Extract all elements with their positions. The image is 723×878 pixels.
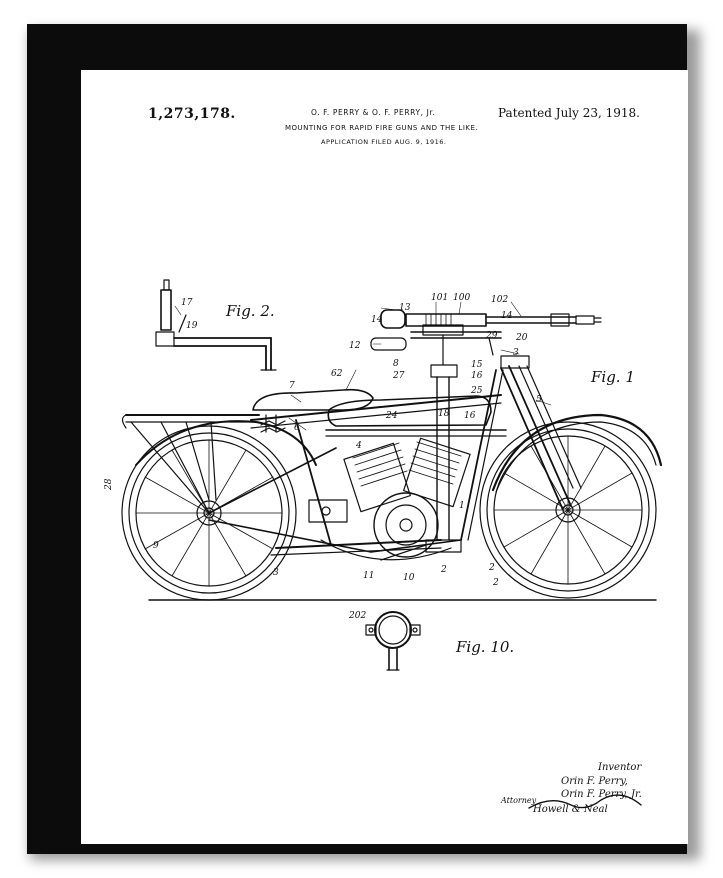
patent-inventors: O. F. PERRY & O. F. PERRY, Jr.: [311, 108, 436, 117]
fig10-clamp-detail: [365, 611, 421, 671]
fig10-label: Fig. 10.: [455, 638, 514, 656]
ref-label: 1: [459, 501, 465, 511]
ref-label: 24: [385, 411, 398, 421]
ref-label: 20: [515, 333, 528, 343]
ref-label: 16: [464, 411, 476, 421]
ref-label: 10: [403, 573, 415, 583]
ref-label: 3: [513, 348, 519, 358]
ref-label: 14: [501, 311, 513, 321]
front-fork: [500, 355, 582, 511]
attorney-label: Attorney: [500, 796, 537, 805]
machine-gun: [370, 309, 602, 356]
engine: [308, 437, 471, 558]
ref-label: 7: [289, 381, 295, 391]
picture-frame: 1,273,178. O. F. PERRY & O. F. PERRY, Jr…: [27, 24, 688, 854]
ref-label: 100: [453, 293, 470, 303]
fuel-tank: [327, 395, 492, 427]
signature-flourish: [528, 794, 642, 809]
ref-label: 25: [470, 386, 483, 396]
ref-label: 2: [440, 565, 447, 575]
ref-label: 2: [488, 563, 495, 573]
ref-label: 202: [348, 611, 366, 621]
ref-label: 15: [471, 360, 483, 370]
ref-label: 29: [485, 331, 498, 341]
patent-number: 1,273,178.: [148, 106, 236, 122]
frame-tubes: [208, 369, 507, 561]
patent-date: Patented July 23, 1918.: [498, 106, 640, 120]
ref-label: 4: [355, 441, 362, 451]
saddle: [252, 388, 374, 433]
leader-lines: [174, 301, 552, 431]
ref-label: 8: [393, 359, 399, 369]
fig2-mount-detail: [155, 279, 277, 371]
rear-wheel: [121, 420, 317, 601]
ref-label: 5: [536, 395, 542, 405]
ref-label: 102: [491, 295, 508, 305]
motorcycle-drawing: Fig. 2. Fig. 1 Fig. 10. 17 19 14 13 101 …: [104, 279, 663, 815]
ref-label: 101: [431, 293, 448, 303]
ref-label: 2: [492, 578, 499, 588]
inventor-name-2: Orin F. Perry, Jr.: [561, 789, 642, 800]
ref-label: 18: [438, 409, 450, 419]
ref-label: 9: [153, 541, 159, 551]
inventor-name-1: Orin F. Perry,: [561, 776, 628, 787]
patent-sheet: 1,273,178. O. F. PERRY & O. F. PERRY, Jr…: [81, 70, 688, 844]
gun-mount-column: [422, 324, 464, 553]
patent-filed-date: APPLICATION FILED AUG. 9, 1916.: [321, 138, 447, 146]
ref-label: 17: [181, 298, 193, 308]
ref-label: 16: [471, 371, 483, 381]
patent-title: MOUNTING FOR RAPID FIRE GUNS AND THE LIK…: [285, 124, 479, 132]
luggage-rack: [121, 414, 260, 514]
footboard: [270, 539, 442, 561]
ref-label: 27: [392, 371, 405, 381]
ref-label: 19: [186, 321, 198, 331]
ref-label: 14: [371, 315, 383, 325]
ref-label: 12: [349, 341, 361, 351]
ref-label: 28: [104, 478, 114, 491]
inventor-heading: Inventor: [597, 762, 642, 773]
ref-label: 62: [331, 369, 343, 379]
fig2-label: Fig. 2.: [225, 302, 275, 320]
ref-label: 6: [294, 423, 300, 433]
ref-label: 11: [363, 571, 374, 581]
attorney-signature: Howell & Neal: [532, 804, 608, 815]
ref-label: 3: [273, 568, 279, 578]
ref-label: 13: [399, 303, 411, 313]
fig1-label: Fig. 1: [590, 368, 635, 386]
